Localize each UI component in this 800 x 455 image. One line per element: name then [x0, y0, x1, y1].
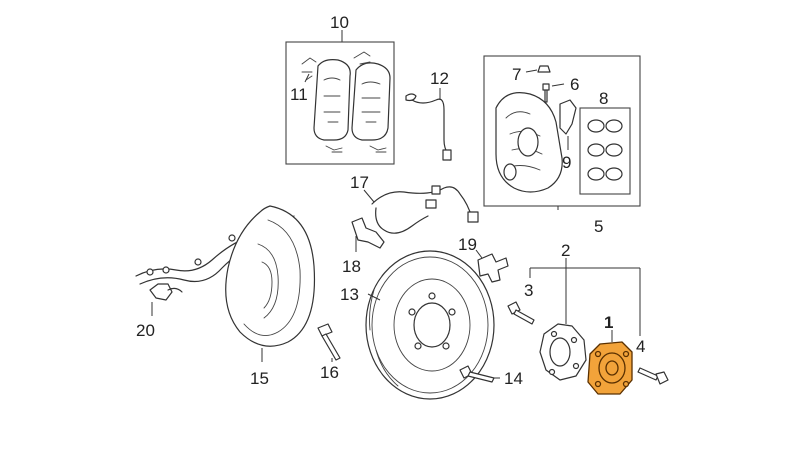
brake-dust-shield [225, 205, 316, 347]
callout-bracket-2 [529, 258, 641, 336]
rotor-group [365, 250, 495, 400]
callout-19: 19 [458, 235, 477, 254]
abs-sensor-head [149, 283, 173, 301]
sensor-connector [405, 93, 417, 102]
caliper-guide-bracket [559, 99, 577, 135]
hub-bolt-shank [637, 367, 659, 381]
callout-11: 11 [290, 85, 308, 104]
callout-5: 5 [594, 217, 603, 236]
dust-shield-group [225, 205, 316, 362]
wheel-hub-group [539, 323, 587, 381]
caliper-piston [517, 127, 539, 157]
callout-17: 17 [350, 173, 369, 192]
fitting-19-group [475, 249, 509, 283]
callout-15: 15 [250, 369, 269, 388]
callout-16: 16 [320, 363, 339, 382]
brake-pad-left [313, 59, 351, 141]
shield-bolt-head [317, 323, 333, 337]
bolt-14-group [459, 365, 500, 383]
bleeder-cap [537, 65, 551, 73]
hose-union-fitting [477, 253, 509, 283]
callout-2: 2 [561, 241, 570, 260]
bolt-16-group [317, 323, 341, 362]
callout-8: 8 [599, 89, 608, 108]
hose-bracket-clip [351, 217, 385, 249]
caliper-box [483, 55, 641, 207]
callout-labels: 10 11 12 7 6 8 9 5 17 19 18 2 3 13 1 4 2… [136, 13, 645, 388]
callout-4: 4 [636, 337, 645, 356]
callout-10: 10 [330, 13, 349, 32]
callout-20: 20 [136, 321, 155, 340]
stud-3-group [507, 301, 535, 325]
bolt-4-group [637, 367, 669, 385]
seal-kit-box [579, 107, 631, 195]
callout-13: 13 [340, 285, 359, 304]
hub-bolt-head [655, 371, 669, 385]
callout-9: 9 [562, 153, 571, 172]
callout-7: 7 [512, 65, 521, 84]
hub-bearing-group [587, 330, 633, 395]
sensor-tip [442, 149, 452, 161]
callout-14: 14 [504, 369, 523, 388]
pad-set-group [285, 30, 395, 165]
callout-18: 18 [342, 257, 361, 276]
rotor-bolt-shank [467, 371, 495, 383]
brake-hose [371, 186, 473, 219]
callout-6: 6 [570, 75, 579, 94]
sensor-wire [411, 98, 451, 161]
caliper-group [483, 55, 641, 210]
callout-3: 3 [524, 281, 533, 300]
clip-18-group [351, 217, 385, 252]
wheel-stud-shank [513, 309, 535, 325]
shield-bolt-shank [321, 333, 341, 361]
rotor-hub-bore [413, 302, 451, 348]
bleeder-screw [542, 83, 550, 103]
wear-sensor-group [405, 88, 452, 161]
callout-12: 12 [430, 69, 449, 88]
pad-set-box [285, 41, 395, 165]
brake-hose-group [363, 185, 479, 234]
brake-pad-right [351, 62, 391, 141]
hose-fitting [467, 211, 479, 223]
callout-1: 1 [604, 313, 613, 332]
